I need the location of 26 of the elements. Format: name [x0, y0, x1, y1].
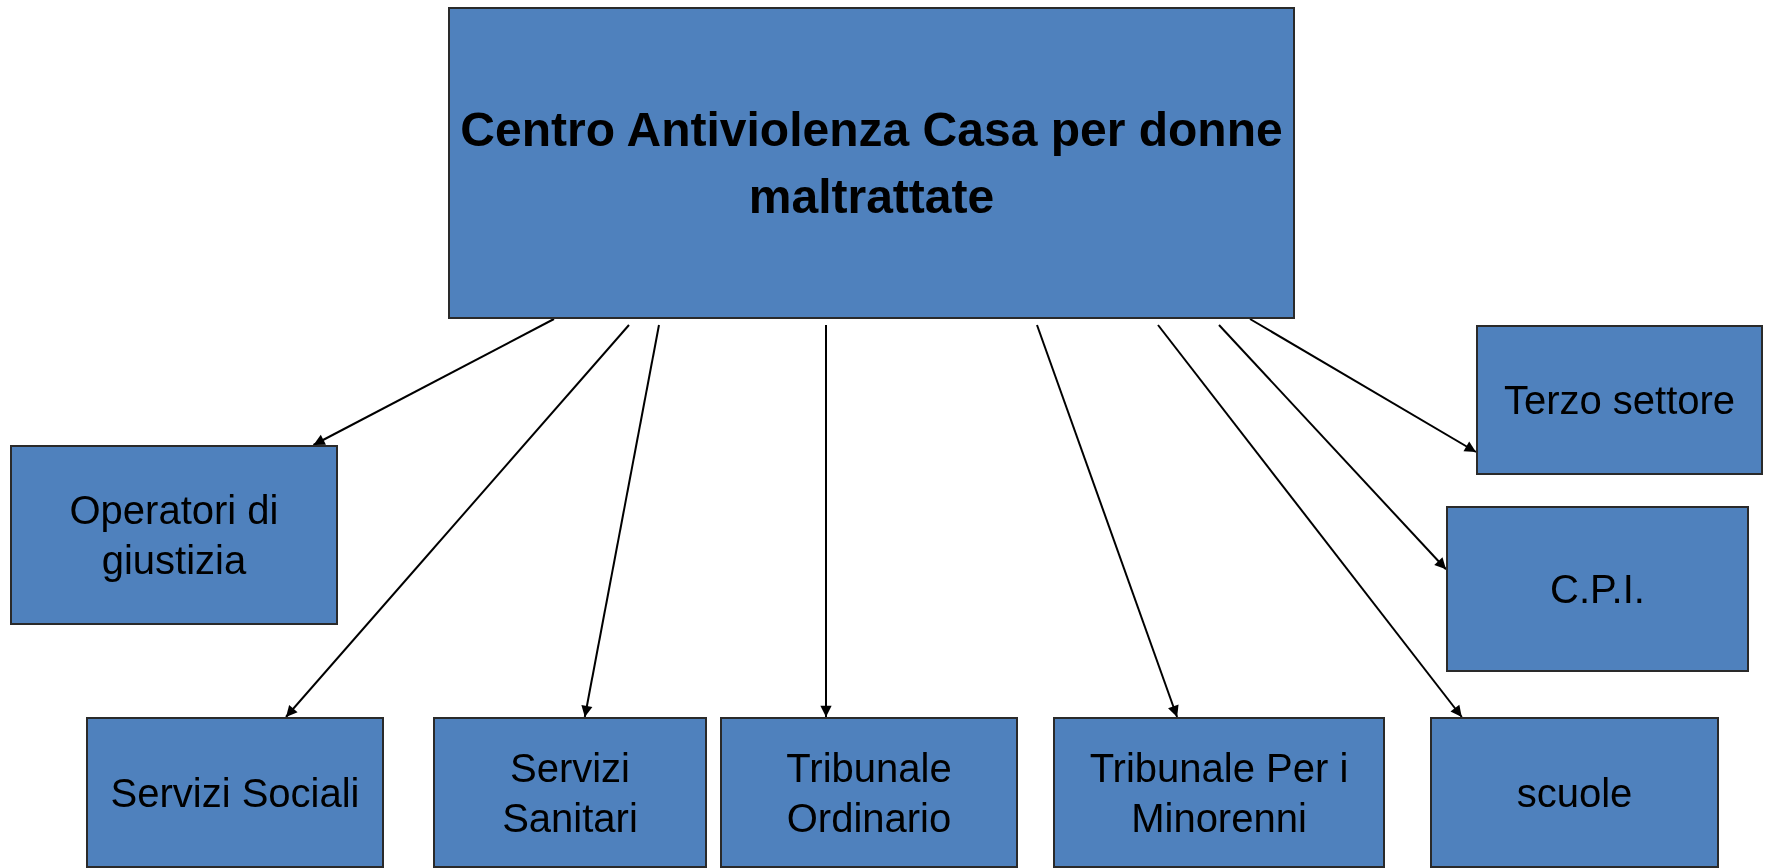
organization-box	[1446, 506, 1749, 672]
box-label: Servizi Sociali	[109, 769, 361, 817]
arrow	[1218, 324, 1447, 571]
box-label: scuole	[1515, 769, 1634, 817]
arrow	[820, 324, 832, 718]
organization-box	[1430, 717, 1719, 868]
arrow	[581, 324, 660, 718]
box-label: Terzo settore	[1502, 377, 1737, 424]
organization-box	[1053, 717, 1385, 868]
main-box	[448, 7, 1295, 319]
organization-box	[10, 445, 338, 625]
arrow	[285, 324, 630, 718]
box-label: Operatori di giustizia	[68, 487, 280, 584]
arrow	[1036, 324, 1179, 718]
organization-box	[433, 717, 707, 868]
arrow	[312, 318, 555, 446]
box-label: Tribunale Ordinario	[785, 744, 953, 842]
arrow	[1157, 324, 1463, 718]
box-label: Servizi Sanitari	[501, 744, 639, 842]
organization-box	[1476, 325, 1763, 475]
organization-box	[86, 717, 384, 868]
box-label: Centro Antiviolenza Casa per donne maltrattate	[459, 101, 1284, 225]
box-label: C.P.I.	[1549, 566, 1646, 613]
organization-box	[720, 717, 1018, 868]
box-label: Tribunale Per i Minorenni	[1088, 744, 1350, 842]
arrow	[1249, 318, 1477, 453]
